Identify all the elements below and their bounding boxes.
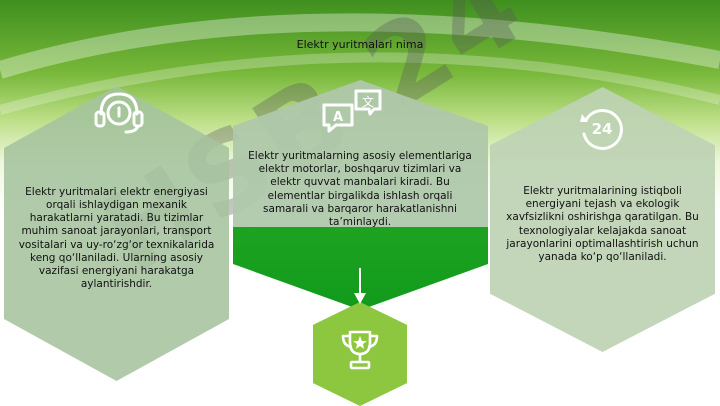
headset-support-icon	[94, 92, 144, 134]
24-hours-icon: 24	[580, 109, 623, 150]
svg-text:A: A	[333, 110, 343, 125]
card-definition-text: Elektr yuritmalari elektr energiyasi orq…	[18, 185, 215, 291]
arrow-right-head	[412, 316, 426, 327]
svg-text:文: 文	[362, 94, 374, 109]
svg-text:24: 24	[592, 120, 613, 138]
card-future-text: Elektr yuritmalarining istiqboli energiy…	[506, 184, 699, 263]
arrow-left	[231, 279, 299, 323]
arrow-center-head	[354, 293, 366, 304]
card-definition: Elektr yuritmalari elektr energiyasi orq…	[4, 86, 229, 381]
card-future: Elektr yuritmalarining istiqboli energiy…	[490, 87, 715, 352]
arrow-right	[415, 285, 489, 325]
slide-title: Elektr yuritmalari nima	[296, 38, 424, 51]
arrow-left-head	[288, 312, 302, 325]
trophy-icon	[341, 330, 379, 370]
card-elements-text: Elektr yuritmalarning asosiy elementlari…	[248, 150, 472, 229]
translate-chat-icon: 文 A	[322, 89, 382, 133]
